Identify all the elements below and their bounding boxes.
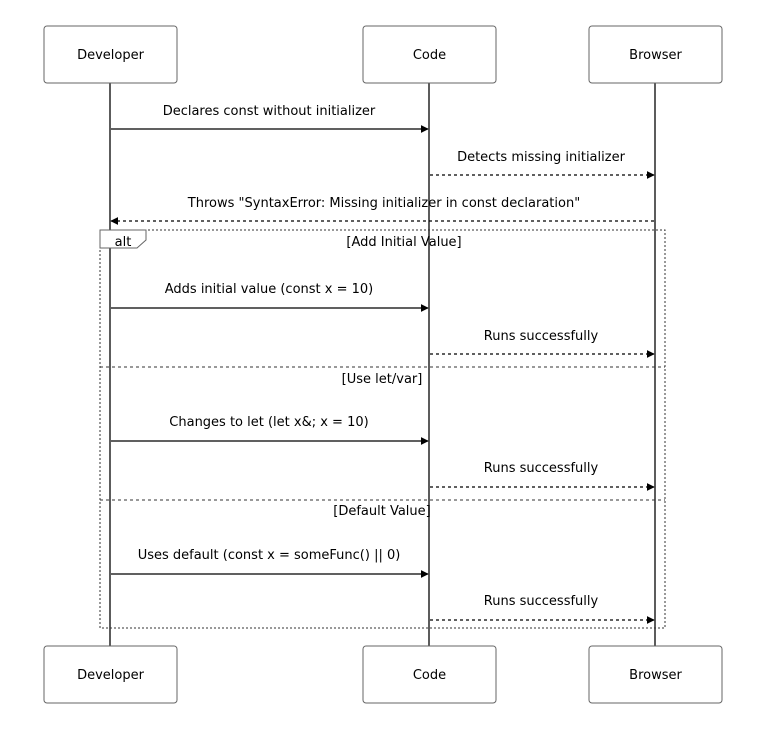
message-runs-1: Runs successfully — [430, 329, 655, 358]
actor-browser-top: Browser — [588, 25, 723, 84]
actor-box — [588, 25, 723, 84]
alt-frame-border — [99, 229, 666, 629]
message-label: Changes to let (let x&; x = 10) — [169, 415, 368, 430]
message-declares: Declares const without initializer — [111, 104, 429, 133]
message-label: Adds initial value (const x = 10) — [165, 282, 373, 297]
actor-label: Code — [413, 668, 446, 683]
actor-box — [43, 25, 178, 84]
actor-code-bottom: Code — [362, 645, 497, 704]
actor-label: Developer — [77, 48, 145, 63]
actor-developer-top: Developer — [43, 25, 178, 84]
actor-label: Code — [413, 48, 446, 63]
alt-section-label-add-initial: [Add Initial Value] — [346, 235, 461, 250]
alt-frame-tag — [99, 229, 147, 249]
actor-label: Developer — [77, 668, 145, 683]
alt-frame: alt [Add Initial Value] [Use let/var] [D… — [99, 229, 666, 629]
message-uses-default: Uses default (const x = someFunc() || 0) — [111, 548, 429, 578]
message-label: Detects missing initializer — [457, 150, 625, 165]
message-label: Uses default (const x = someFunc() || 0) — [138, 548, 401, 563]
actor-box — [588, 645, 723, 704]
message-runs-2: Runs successfully — [430, 461, 655, 491]
actor-box — [43, 645, 178, 704]
actor-developer-bottom: Developer — [43, 645, 178, 704]
message-label: Runs successfully — [484, 461, 599, 476]
actor-box — [362, 25, 497, 84]
actor-label: Browser — [629, 668, 682, 683]
alt-section-label-use-let: [Use let/var] — [342, 372, 423, 387]
message-label: Throws "SyntaxError: Missing initializer… — [187, 196, 580, 211]
message-adds-initial: Adds initial value (const x = 10) — [111, 282, 429, 312]
message-runs-3: Runs successfully — [430, 594, 655, 624]
actor-browser-bottom: Browser — [588, 645, 723, 704]
message-label: Runs successfully — [484, 329, 599, 344]
actor-label: Browser — [629, 48, 682, 63]
message-label: Runs successfully — [484, 594, 599, 609]
alt-frame-tag-label: alt — [115, 235, 132, 250]
message-detects: Detects missing initializer — [430, 150, 655, 179]
actor-code-top: Code — [362, 25, 497, 84]
message-throws: Throws "SyntaxError: Missing initializer… — [110, 196, 654, 225]
message-label: Declares const without initializer — [163, 104, 376, 119]
actor-box — [362, 645, 497, 704]
alt-section-label-default: [Default Value] — [333, 504, 430, 519]
message-changes-let: Changes to let (let x&; x = 10) — [111, 415, 429, 445]
